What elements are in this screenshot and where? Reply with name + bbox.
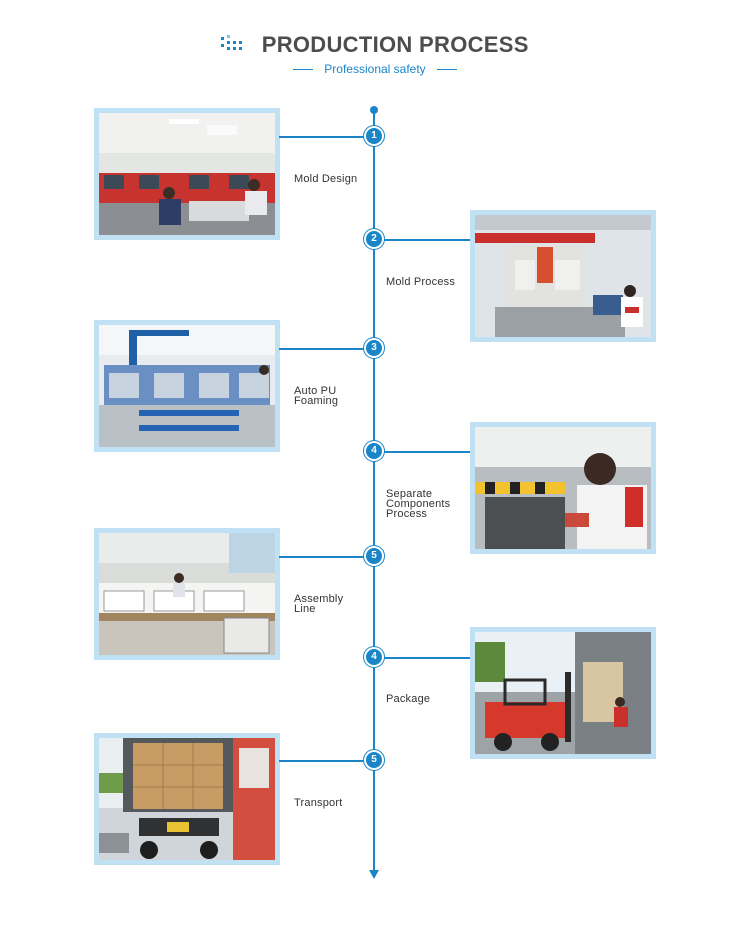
timeline-arrow-icon (369, 870, 379, 879)
step-connector-3 (279, 348, 373, 350)
title-row: PRODUCTION PROCESS (0, 32, 750, 58)
step-number-2: 2 (366, 231, 382, 247)
step-label-7: Transport (294, 797, 343, 809)
subtitle-line-right (437, 69, 458, 71)
step-label-6: Package (386, 693, 431, 705)
step-photo-transport (94, 733, 280, 865)
cnc-machine-photo-icon (475, 215, 651, 337)
grid-dots-icon (221, 35, 243, 50)
step-connector-4 (375, 451, 471, 453)
step-connector-5 (279, 556, 373, 558)
step-label-4: Separate Components Process (386, 488, 451, 520)
step-photo-separate-components (470, 422, 656, 554)
step-label-6-line: Package (386, 693, 431, 705)
subtitle-row: Professional safety (0, 62, 750, 76)
worker-photo-icon (475, 427, 651, 549)
page-title: PRODUCTION PROCESS (261, 32, 529, 57)
step-number-6: 4 (366, 649, 382, 665)
step-photo-mold-process (470, 210, 656, 342)
page-subtitle: Professional safety (324, 62, 426, 76)
step-photo-assembly-line (94, 528, 280, 660)
step-label-1: Mold Design (294, 173, 358, 185)
subtitle-line-left (292, 69, 313, 71)
step-label-4-line-1: Separate (386, 488, 433, 500)
step-number-4: 4 (366, 443, 382, 459)
step-label-3-line-2: Foaming (294, 395, 339, 407)
foaming-line-photo-icon (99, 325, 275, 447)
step-label-5: Assembly Line (294, 593, 344, 615)
step-photo-package (470, 627, 656, 759)
truck-photo-icon (99, 738, 275, 860)
step-photo-mold-design (94, 108, 280, 240)
step-photo-auto-pu-foaming (94, 320, 280, 452)
step-number-3: 3 (366, 340, 382, 356)
step-connector-1 (279, 136, 373, 138)
step-label-2-line: Mold Process (386, 276, 456, 288)
step-label-3-line-1: Auto PU (294, 385, 337, 397)
step-connector-7 (279, 760, 373, 762)
step-number-1: 1 (366, 128, 382, 144)
assembly-line-photo-icon (99, 533, 275, 655)
step-label-5-line-1: Assembly (294, 593, 344, 605)
header: PRODUCTION PROCESS Professional safety (0, 0, 750, 90)
step-connector-2 (375, 239, 471, 241)
step-label-4-line-2: Components (386, 498, 451, 510)
step-label-3: Auto PU Foaming (294, 385, 339, 407)
step-label-4-line-3: Process (386, 508, 428, 520)
step-label-5-line-2: Line (294, 603, 316, 615)
step-label-7-line: Transport (294, 797, 343, 809)
forklift-photo-icon (475, 632, 651, 754)
step-label-1-line: Mold Design (294, 173, 358, 185)
step-connector-6 (375, 657, 471, 659)
step-number-7: 5 (366, 752, 382, 768)
step-label-2: Mold Process (386, 276, 456, 288)
timeline-axis (373, 110, 375, 870)
step-number-5: 5 (366, 548, 382, 564)
office-photo-icon (99, 113, 275, 235)
